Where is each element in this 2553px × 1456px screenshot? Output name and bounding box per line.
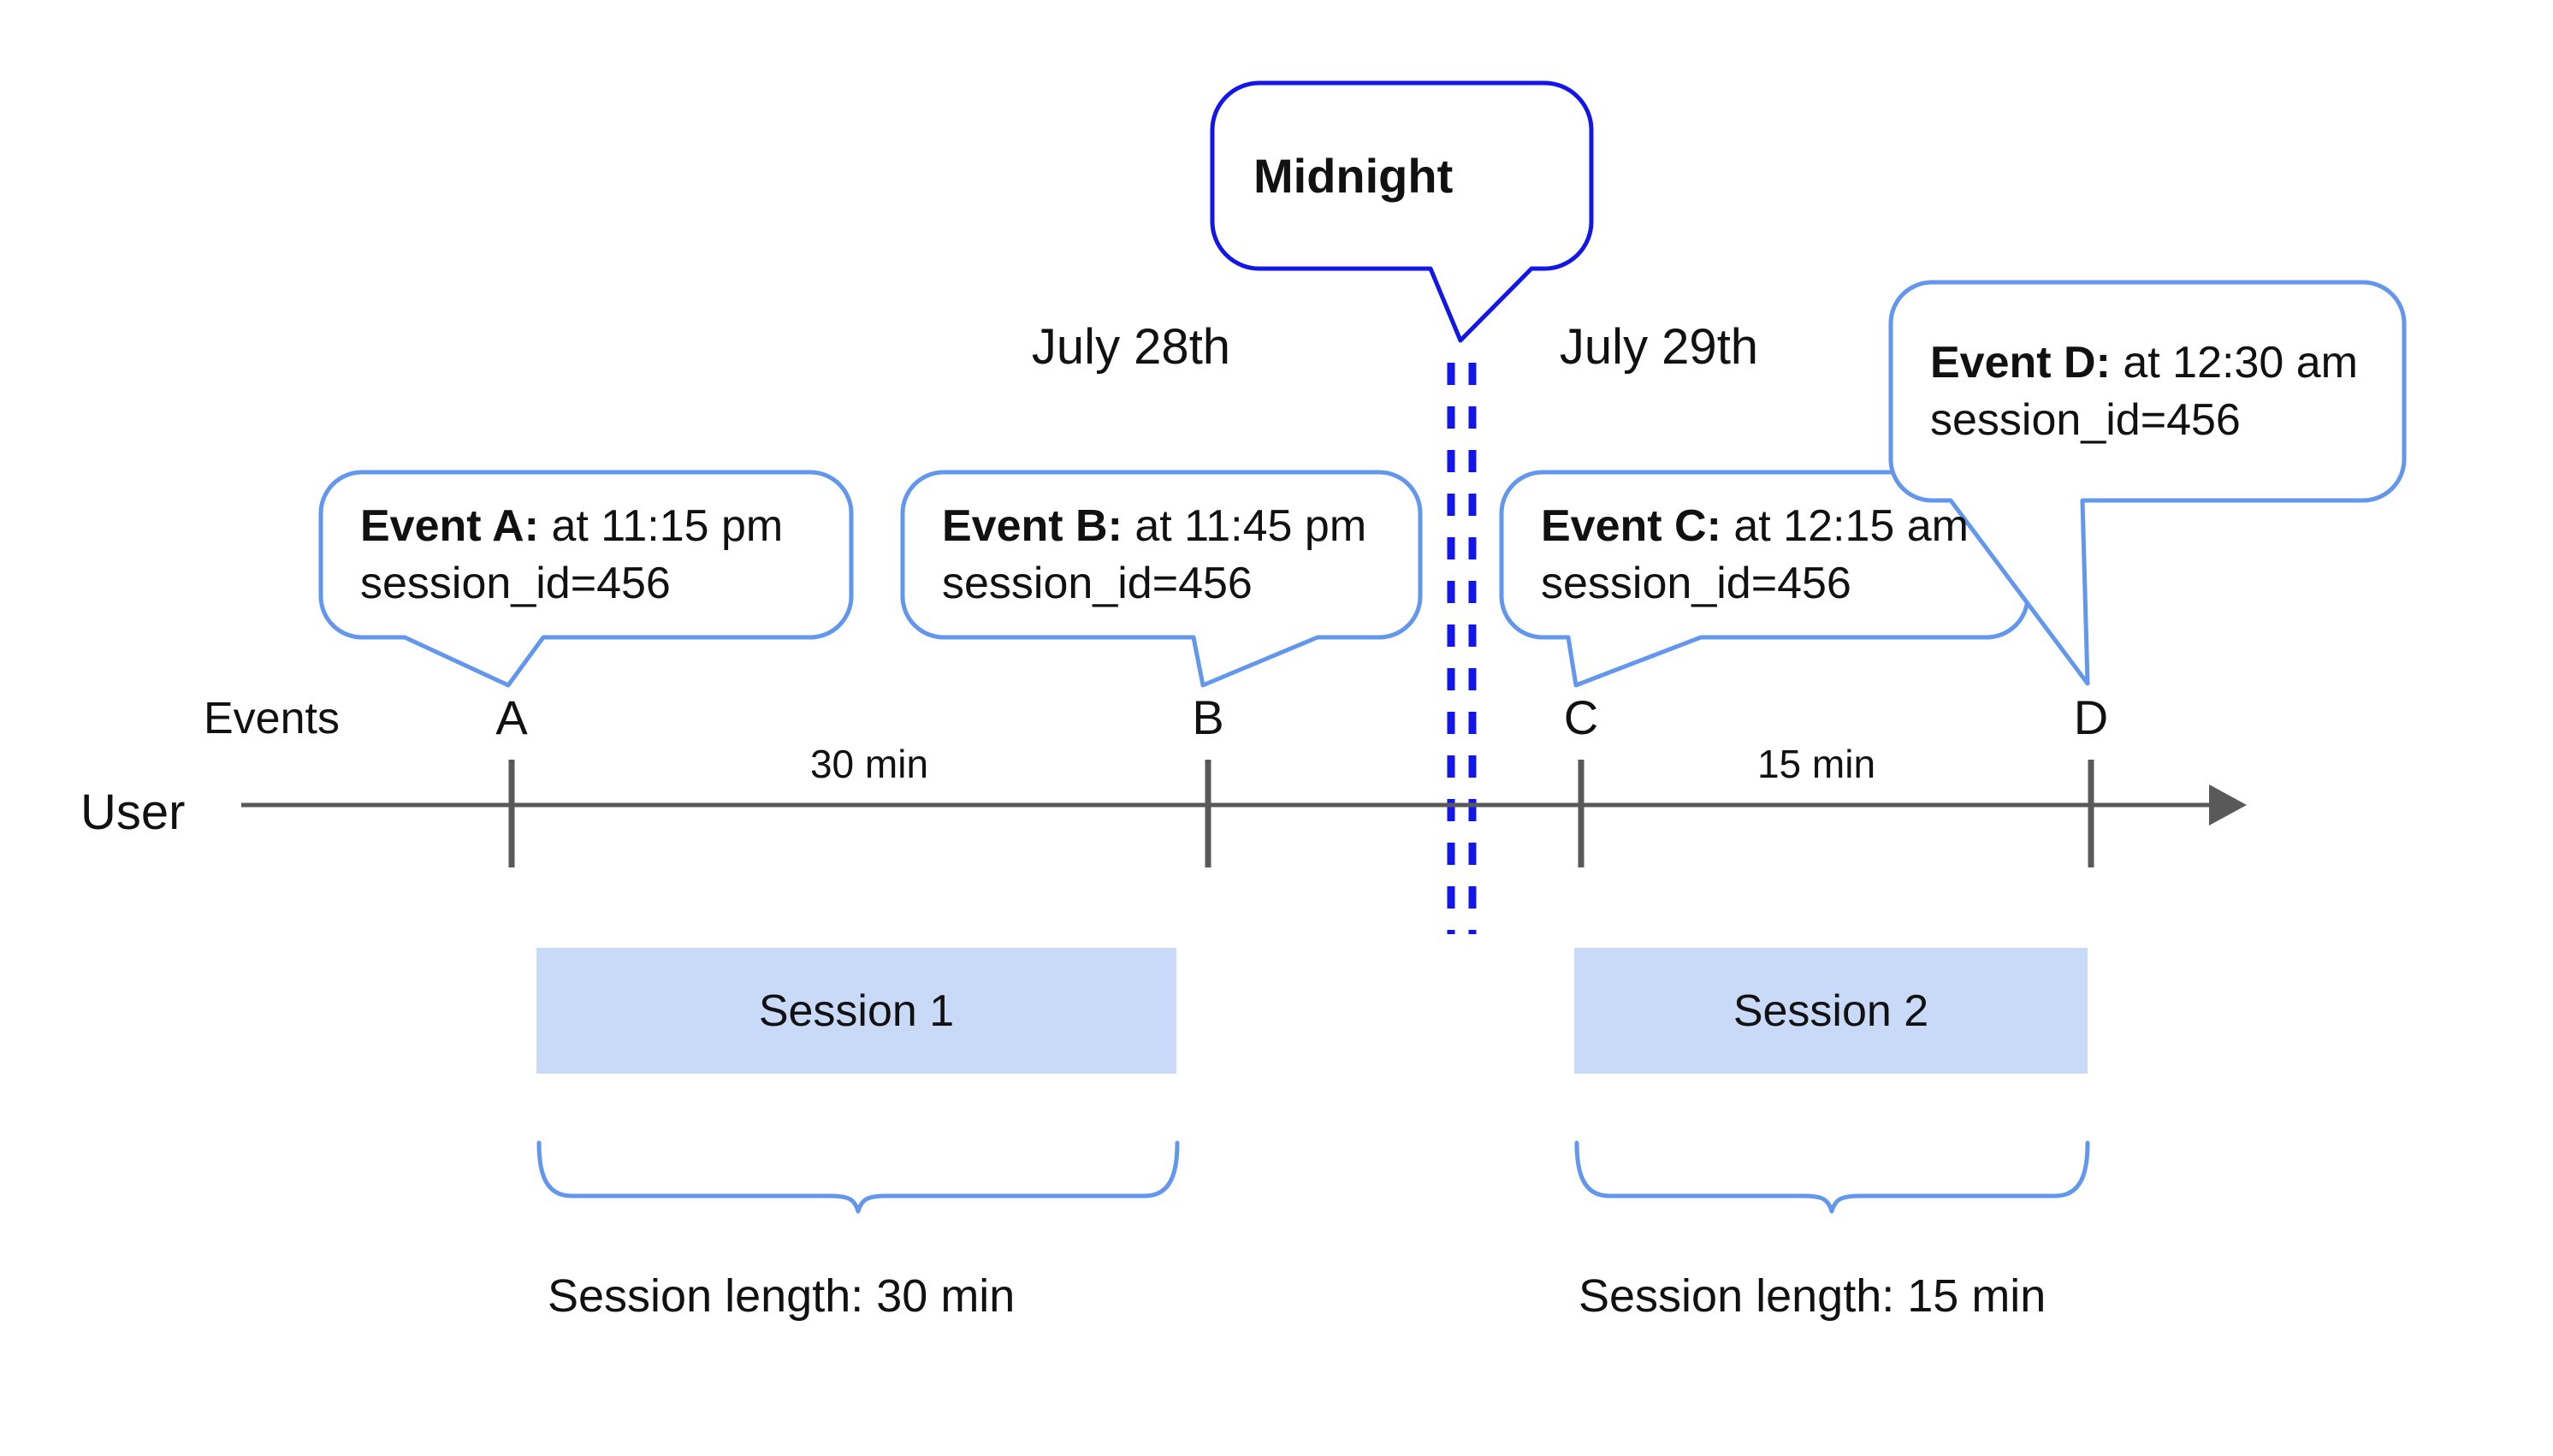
event-d-callout-line1: Event D: at 12:30 am xyxy=(1930,334,2404,392)
event-a-callout-bubble xyxy=(318,470,854,688)
event-a-callout-line2: session_id=456 xyxy=(360,558,671,608)
event-c-callout-line1: Event C: at 12:15 am xyxy=(1541,498,2028,555)
event-d-callout-bubble xyxy=(1888,280,2407,686)
session1-box: Session 1 xyxy=(536,948,1176,1074)
event-marker-b: B xyxy=(1192,690,1224,744)
event-marker-d: D xyxy=(2073,690,2109,744)
event-d-callout-text: Event D: at 12:30 am session_id=456 xyxy=(1891,282,2404,500)
event-a-callout-line1: Event A: at 11:15 pm xyxy=(360,498,851,555)
event-b-callout-bubble xyxy=(900,470,1423,688)
event-b-callout-time: at 11:45 pm xyxy=(1122,500,1367,551)
events-axis-label: Events xyxy=(204,694,340,743)
date-label-july-28: July 28th xyxy=(1031,319,1231,375)
event-b-callout-line2: session_id=456 xyxy=(942,558,1253,608)
event-b-callout-text: Event B: at 11:45 pm session_id=456 xyxy=(903,472,1420,637)
midnight-callout-bubble xyxy=(1210,80,1594,343)
session2-length-label: Session length: 15 min xyxy=(1579,1270,2047,1322)
event-a-callout-time: at 11:15 pm xyxy=(539,500,784,551)
event-d-callout-line2: session_id=456 xyxy=(1930,394,2241,445)
event-c-callout-text: Event C: at 12:15 am session_id=456 xyxy=(1502,472,2028,637)
date-label-july-29: July 29th xyxy=(1559,319,1759,375)
event-c-callout-time: at 12:15 am xyxy=(1721,500,1969,551)
user-axis-label: User xyxy=(80,784,186,840)
event-a-callout-text: Event A: at 11:15 pm session_id=456 xyxy=(321,472,851,637)
event-b-callout-title: Event B: xyxy=(942,500,1122,551)
event-c-callout-title: Event C: xyxy=(1541,500,1721,551)
midnight-callout-label: Midnight xyxy=(1253,149,1454,203)
event-marker-a: A xyxy=(495,690,528,744)
event-marker-c: C xyxy=(1563,690,1599,744)
timeline-arrowhead xyxy=(2209,784,2247,826)
session2-label: Session 2 xyxy=(1733,985,1929,1036)
session1-brace xyxy=(536,1140,1180,1214)
interval-label-15min: 15 min xyxy=(1756,742,1876,786)
session1-length-label: Session length: 30 min xyxy=(548,1270,1016,1322)
interval-label-30min: 30 min xyxy=(809,742,929,786)
event-d-callout-title: Event D: xyxy=(1930,337,2111,388)
session2-brace xyxy=(1574,1140,2090,1214)
event-c-callout-line2: session_id=456 xyxy=(1541,558,1851,608)
event-b-callout-line1: Event B: at 11:45 pm xyxy=(942,498,1420,555)
session2-box: Session 2 xyxy=(1574,948,2088,1074)
event-d-callout-time: at 12:30 am xyxy=(2110,337,2358,388)
event-a-callout-title: Event A: xyxy=(360,500,539,551)
session1-label: Session 1 xyxy=(758,985,955,1036)
